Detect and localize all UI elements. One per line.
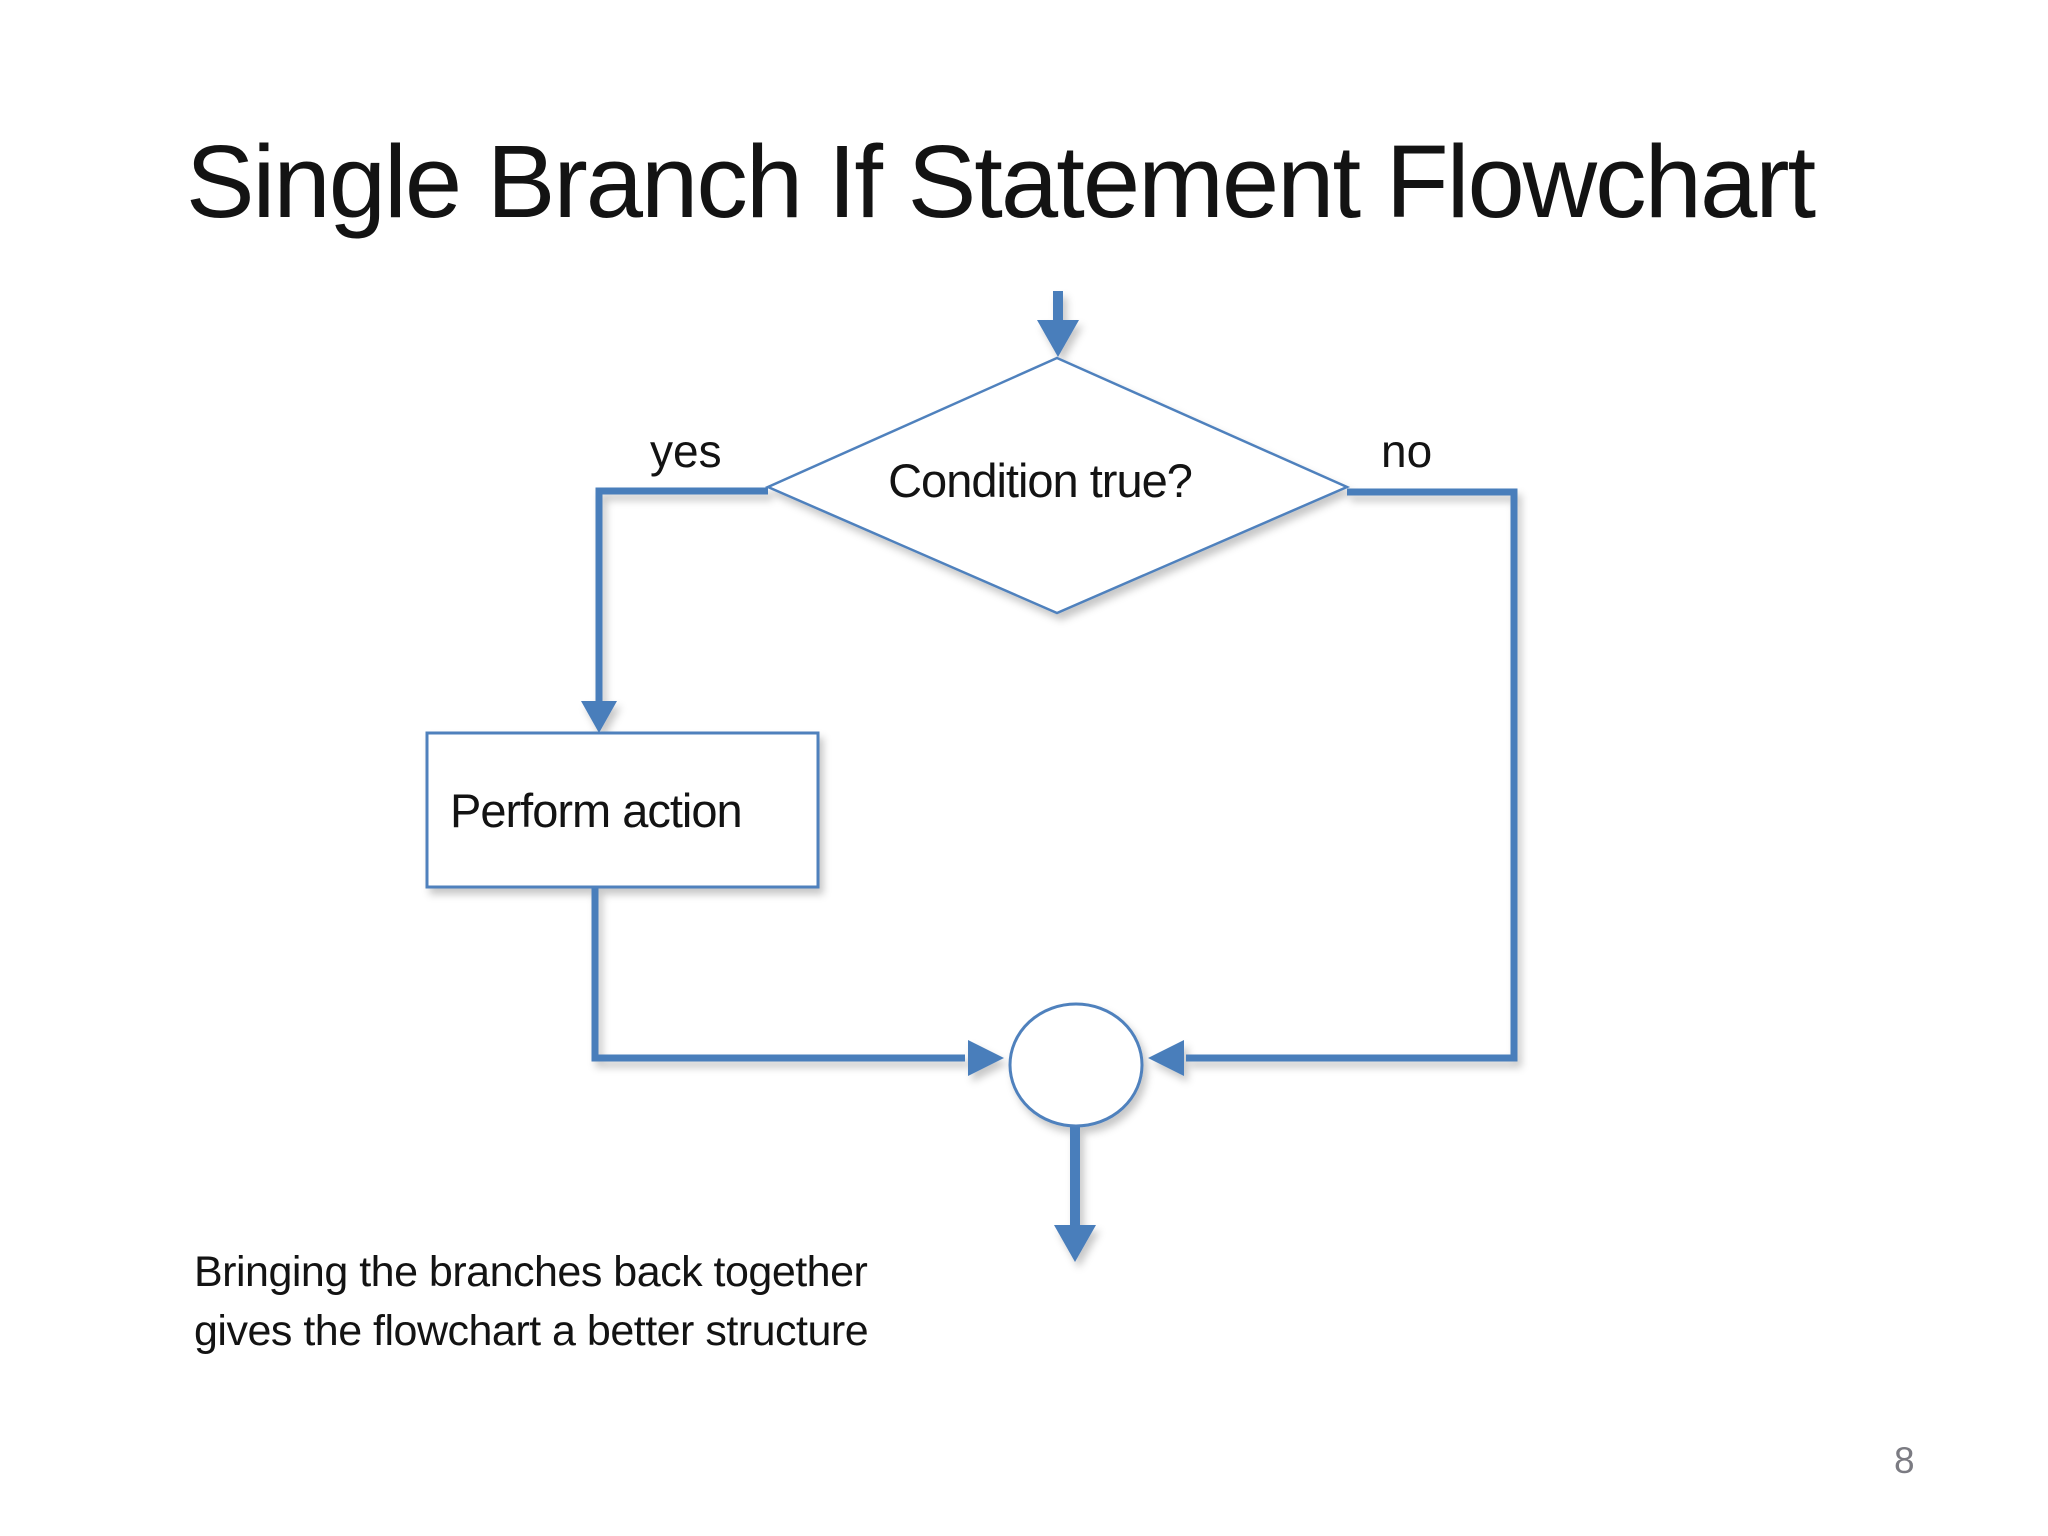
yes-branch-arrowhead-icon — [581, 701, 617, 733]
no-branch-connector — [1186, 488, 1518, 1062]
process-arrowhead-icon — [968, 1040, 1004, 1076]
no-branch-arrowhead-icon — [1148, 1040, 1184, 1076]
yes-branch-connector — [595, 487, 768, 704]
caption-line-2: gives the flowchart a better structure — [194, 1307, 869, 1355]
caption-line-1: Bringing the branches back together — [194, 1248, 868, 1296]
slide-title: Single Branch If Statement Flowchart — [185, 124, 1816, 239]
entry-arrowhead-icon — [1037, 320, 1079, 357]
page-number: 8 — [1894, 1440, 1915, 1481]
yes-branch-label: yes — [650, 425, 722, 477]
exit-arrowhead-icon — [1054, 1225, 1096, 1262]
process-label-text: Perform action — [450, 783, 743, 837]
slide-caption: Bringing the branches back together give… — [194, 1243, 869, 1361]
process-box — [425, 731, 820, 889]
process-box-label: Perform action — [427, 733, 818, 887]
decision-label: Condition true? — [888, 454, 1193, 507]
no-branch-label: no — [1381, 425, 1433, 477]
decision-diamond — [764, 356, 1351, 615]
merge-circle — [1008, 1002, 1144, 1128]
process-to-merge-connector — [591, 887, 965, 1062]
